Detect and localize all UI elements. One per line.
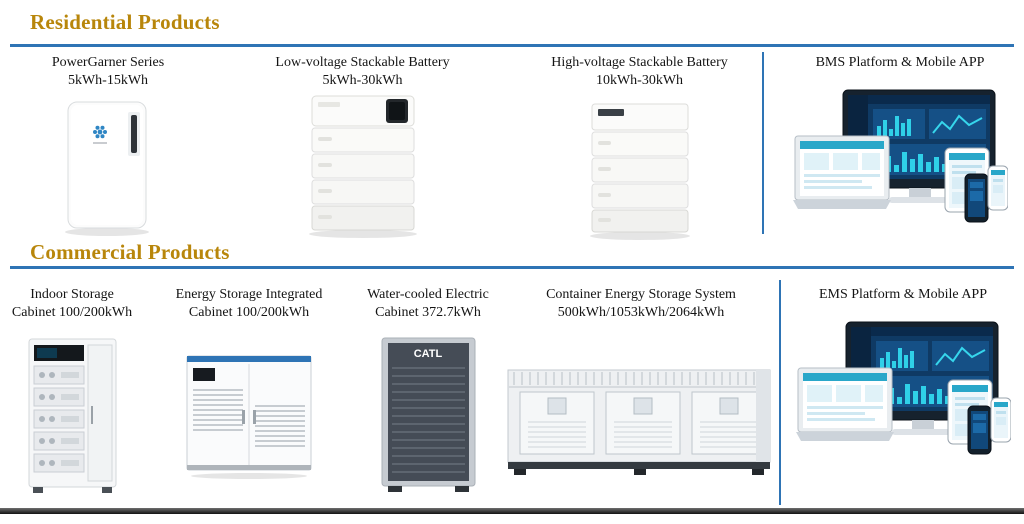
product-spec: Cabinet 372.7kWh [375, 305, 481, 320]
commercial-divider-line [10, 266, 1014, 269]
residential-divider-line [10, 44, 1014, 47]
wall-battery-image [65, 101, 149, 236]
product-name: Water-cooled Electric [367, 287, 489, 302]
product-caption: Indoor Storage Cabinet 100/200kWh [4, 286, 140, 322]
brand-flower-logo-icon [93, 125, 107, 139]
product-caption: Energy Storage Integrated Cabinet 100/20… [158, 286, 340, 322]
stackable-battery-image [589, 103, 690, 240]
container-system-image [507, 369, 770, 475]
residential-vertical-separator [762, 52, 764, 234]
product-name: Indoor Storage [30, 287, 114, 302]
product-caption: High-voltage Stackable Battery 10kWh-30k… [532, 54, 747, 90]
product-powergarner-series: PowerGarner Series 5kWh-15kWh [28, 54, 188, 238]
product-energy-storage-integrated-cabinet: Energy Storage Integrated Cabinet 100/20… [158, 286, 340, 480]
product-caption: Low-voltage Stackable Battery 5kWh-30kWh [255, 54, 470, 90]
product-spec: 10kWh-30kWh [595, 73, 684, 88]
product-name: BMS Platform & Mobile APP [815, 55, 985, 70]
product-name: Low-voltage Stackable Battery [275, 55, 450, 70]
residential-section-title: Residential Products [30, 10, 220, 34]
commercial-vertical-separator [779, 280, 781, 505]
product-caption: EMS Platform & Mobile APP [792, 286, 1014, 304]
bms-devices-image [793, 88, 1008, 228]
product-indoor-storage-cabinet: Indoor Storage Cabinet 100/200kWh [4, 286, 140, 496]
product-name: Container Energy Storage System [546, 287, 736, 302]
integrated-cabinet-image [186, 355, 312, 479]
product-water-cooled-electric-cabinet: Water-cooled Electric Cabinet 372.7kWh C… [352, 286, 504, 494]
product-spec: 500kWh/1053kWh/2064kWh [557, 305, 725, 320]
commercial-section-title: Commercial Products [30, 240, 230, 264]
product-name: High-voltage Stackable Battery [551, 55, 728, 70]
product-container-energy-storage-system: Container Energy Storage System 500kWh/1… [502, 286, 780, 481]
product-spec: 5kWh-15kWh [67, 73, 149, 88]
product-name: EMS Platform & Mobile APP [818, 287, 988, 302]
footer-bar [0, 508, 1024, 514]
ems-devices-image [796, 320, 1011, 460]
stackable-battery-image [308, 95, 417, 238]
product-caption: PowerGarner Series 5kWh-15kWh [28, 54, 188, 90]
product-ems-platform: EMS Platform & Mobile APP [792, 286, 1014, 460]
product-low-voltage-stackable-battery: Low-voltage Stackable Battery 5kWh-30kWh [255, 54, 470, 240]
catl-brand-logo: CATL [413, 348, 442, 360]
product-spec: Cabinet 100/200kWh [188, 305, 310, 320]
indoor-cabinet-image [28, 338, 116, 493]
product-bms-platform: BMS Platform & Mobile APP [786, 54, 1014, 228]
product-high-voltage-stackable-battery: High-voltage Stackable Battery 10kWh-30k… [532, 54, 747, 241]
product-caption: BMS Platform & Mobile APP [786, 54, 1014, 72]
product-caption: Water-cooled Electric Cabinet 372.7kWh [352, 286, 504, 322]
water-cooled-cabinet-image: CATL [381, 337, 475, 492]
product-spec: 5kWh-30kWh [322, 73, 403, 88]
product-name: Energy Storage Integrated [175, 287, 323, 302]
product-caption: Container Energy Storage System 500kWh/1… [502, 286, 780, 322]
product-spec: Cabinet 100/200kWh [11, 305, 133, 320]
product-name: PowerGarner Series [51, 55, 165, 70]
